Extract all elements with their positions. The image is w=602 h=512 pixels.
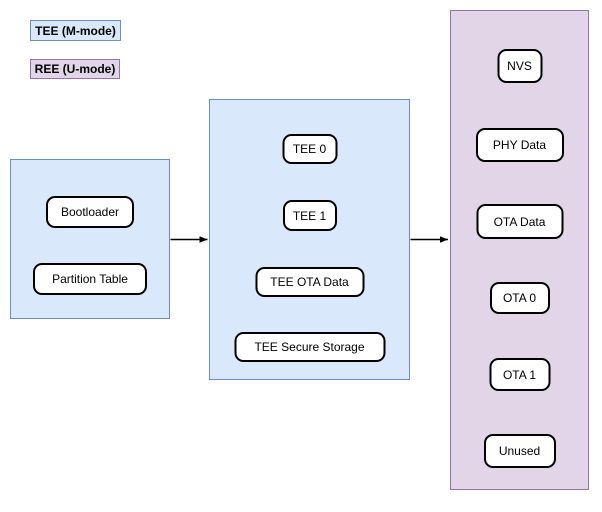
node-partition-table: Partition Table: [33, 263, 147, 295]
region-bootloader: Bootloader Partition Table: [10, 159, 170, 319]
node-nvs: NVS: [497, 49, 542, 83]
legend-item-tee: TEE (M-mode): [30, 20, 121, 41]
legend-tee-label: TEE (M-mode): [35, 23, 116, 38]
legend-item-ree: REE (U-mode): [30, 59, 120, 79]
node-tee-ota-data: TEE OTA Data: [255, 267, 364, 297]
node-tee-1: TEE 1: [282, 200, 337, 231]
node-bootloader: Bootloader: [46, 196, 134, 228]
node-unused: Unused: [483, 434, 556, 468]
node-ota-data: OTA Data: [476, 204, 563, 239]
node-tee-secure-storage: TEE Secure Storage: [234, 332, 385, 362]
node-ota-1: OTA 1: [489, 358, 550, 391]
region-ree: NVS PHY Data OTA Data OTA 0 OTA 1 Unused: [450, 10, 589, 490]
node-ota-0: OTA 0: [489, 282, 550, 314]
node-phy-data: PHY Data: [475, 128, 564, 162]
legend-ree-label: REE (U-mode): [34, 62, 116, 76]
node-tee-0: TEE 0: [282, 134, 337, 164]
region-tee: TEE 0 TEE 1 TEE OTA Data TEE Secure Stor…: [209, 99, 410, 380]
